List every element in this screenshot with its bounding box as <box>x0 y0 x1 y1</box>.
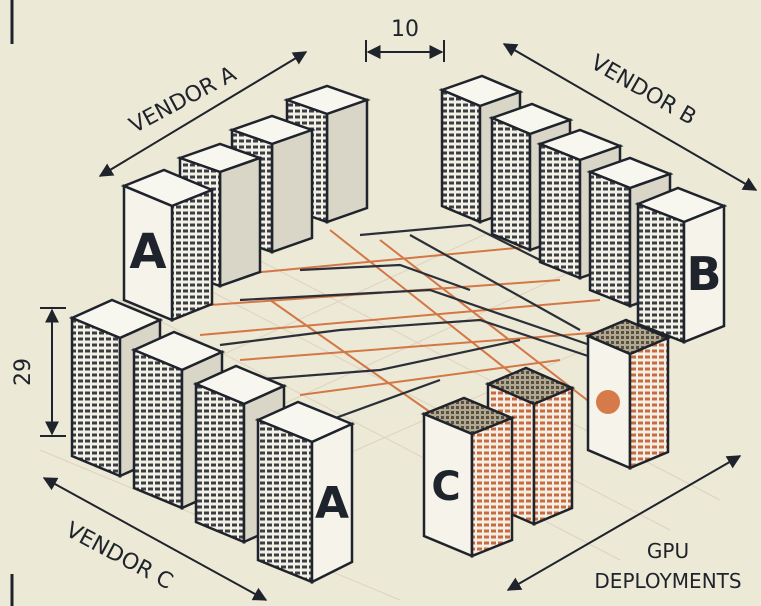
gpu-rack-3 <box>584 318 672 470</box>
rack-c-4: A <box>254 400 356 585</box>
rack-letter-a-front: A <box>315 478 349 529</box>
dimension-top: 10 <box>365 17 445 62</box>
dimension-top-label: 10 <box>391 17 419 42</box>
dimension-left: 29 <box>11 307 66 437</box>
rack-a-back-1: A <box>120 168 216 322</box>
gpu-racks: C <box>420 318 672 558</box>
rack-row-vendor-c: A <box>68 298 356 585</box>
dimension-left-label: 29 <box>11 358 36 386</box>
gpu-logo-icon <box>596 390 620 414</box>
vendor-b-label: VENDOR B <box>586 50 700 130</box>
rack-b-5: B <box>634 186 728 344</box>
gpu-annotation: GPU DEPLOYMENTS <box>506 455 742 593</box>
gpu-label-line2: DEPLOYMENTS <box>594 569 741 593</box>
vendor-c-label: VENDOR C <box>61 518 176 595</box>
rack-row-vendor-b: B <box>438 74 728 344</box>
gpu-label-line1: GPU <box>647 539 689 563</box>
gpu-rack-1: C <box>420 396 516 558</box>
dark-cables <box>219 223 601 422</box>
rack-letter-b: B <box>686 247 721 301</box>
rack-letter-c: C <box>431 464 460 510</box>
rack-letter-a-back: A <box>129 224 166 280</box>
